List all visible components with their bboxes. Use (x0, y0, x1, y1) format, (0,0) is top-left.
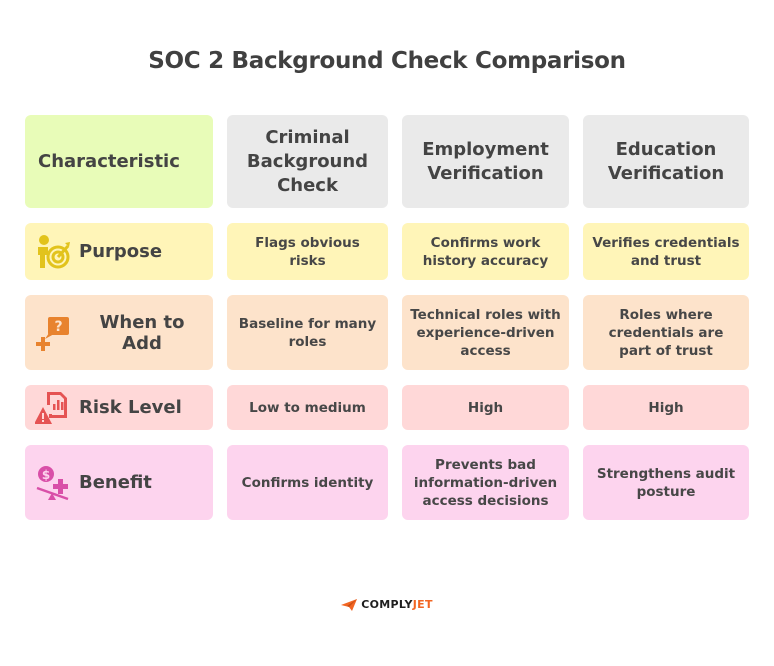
row-label-risk-level: Risk Level (25, 385, 213, 430)
cell-when-criminal: Baseline for many roles (227, 295, 388, 370)
header-education: Education Verification (583, 115, 749, 208)
cell-when-employment: Technical roles with experience-driven a… (402, 295, 569, 370)
cell-benefit-criminal: Confirms identity (227, 445, 388, 520)
cell-purpose-employment: Confirms work history accuracy (402, 223, 569, 280)
paper-plane-icon (341, 598, 358, 611)
row-label-benefit: $ Benefit (25, 445, 213, 520)
header-criminal: Criminal Background Check (227, 115, 388, 208)
row-label-purpose: Purpose (25, 223, 213, 280)
cell-purpose-education: Verifies credentials and trust (583, 223, 749, 280)
risk-report-icon (35, 391, 67, 424)
plus-question-icon: ? (36, 316, 69, 351)
cell-purpose-criminal: Flags obvious risks (227, 223, 388, 280)
svg-text:$: $ (42, 468, 50, 482)
cell-risk-employment: High (402, 385, 569, 430)
header-characteristic: Characteristic (25, 115, 213, 208)
cell-benefit-education: Strengthens audit posture (583, 445, 749, 520)
header-employment: Employment Verification (402, 115, 569, 208)
cell-risk-education: High (583, 385, 749, 430)
cell-benefit-employment: Prevents bad information-driven access d… (402, 445, 569, 520)
page-title: SOC 2 Background Check Comparison (148, 48, 626, 74)
svg-text:?: ? (54, 319, 62, 335)
person-target-icon (38, 234, 70, 268)
cell-when-education: Roles where credentials are part of trus… (583, 295, 749, 370)
money-balance-icon: $ (36, 465, 69, 500)
cell-risk-criminal: Low to medium (227, 385, 388, 430)
row-label-when-to-add: ? When to Add (25, 295, 213, 370)
